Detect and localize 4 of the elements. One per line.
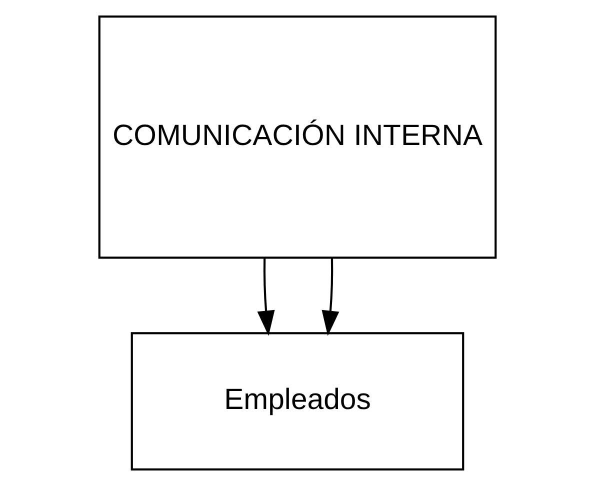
node-box: COMUNICACIÓN INTERNA [98, 16, 497, 259]
arrow [322, 258, 340, 336]
arrow [257, 258, 275, 336]
node-box: Empleados [130, 332, 464, 470]
